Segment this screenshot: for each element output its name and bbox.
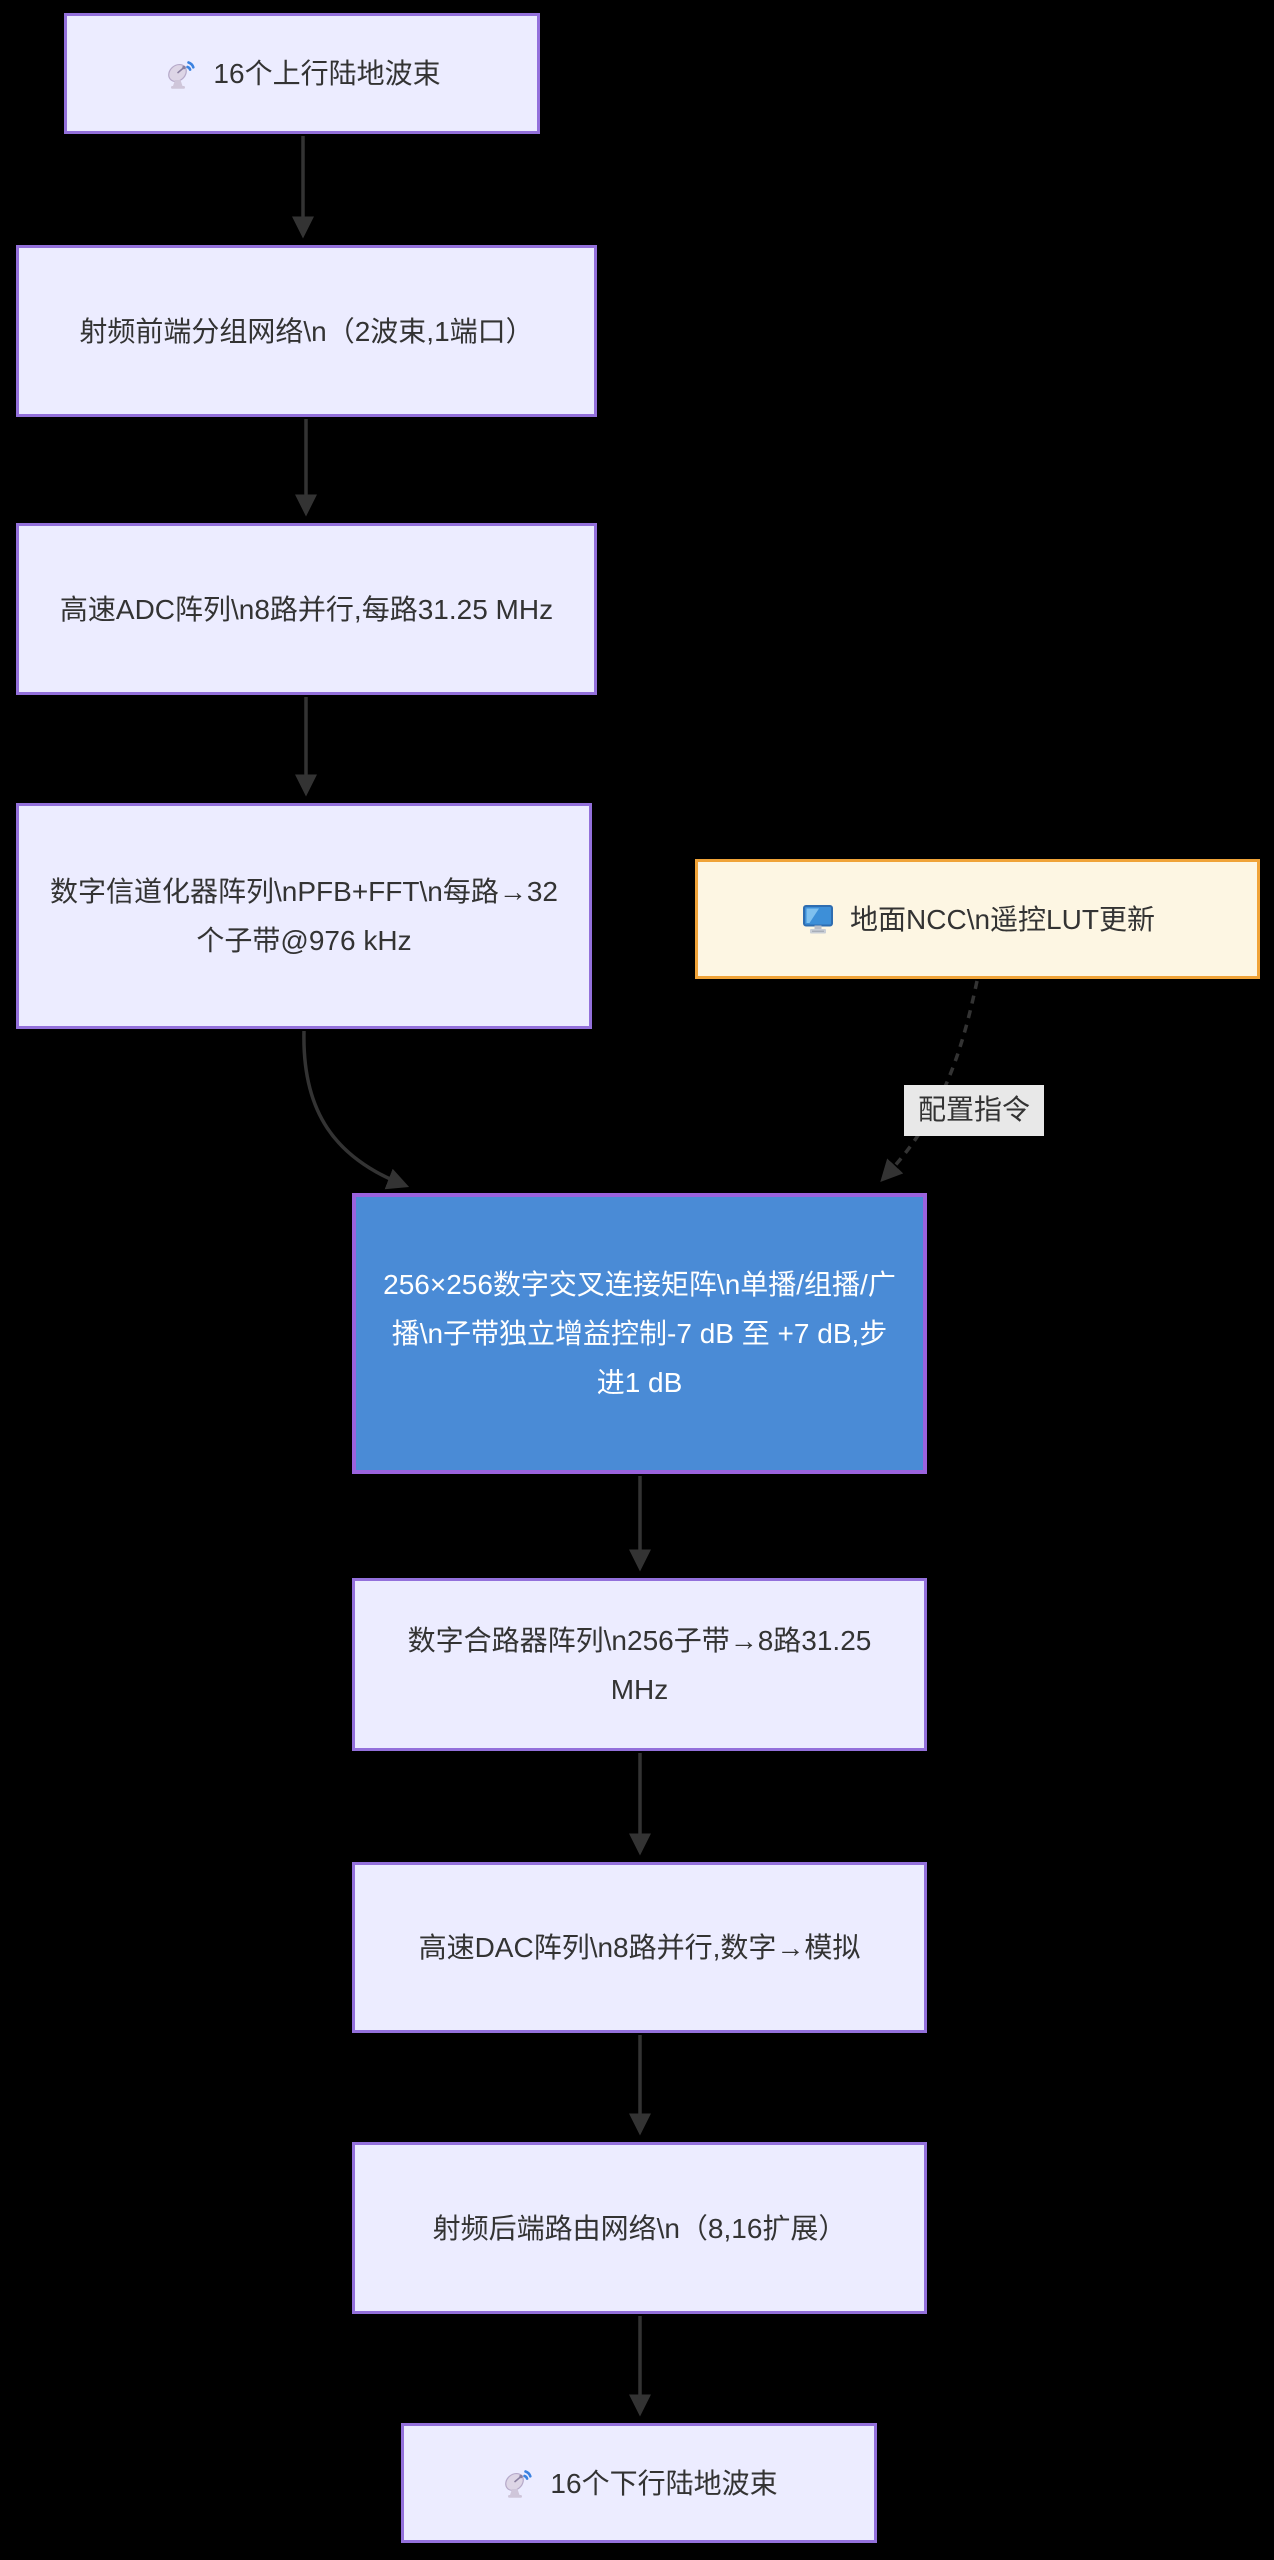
- node-uplink-beams: 16个上行陆地波束: [64, 13, 540, 134]
- node-dac-label: 高速DAC阵列\n8路并行,数字→模拟: [418, 1932, 861, 1963]
- edge-channelizer-to-xconnect: [302, 1030, 410, 1190]
- node-ground-ncc: 地面NCC\n遥控LUT更新: [695, 859, 1260, 979]
- node-combiner-label: 数字合路器阵列\n256子带→8路31.25 MHz: [407, 1624, 872, 1705]
- desktop-computer-icon: [800, 901, 836, 937]
- node-xconnect-label: 256×256数字交叉连接矩阵\n单播/组播/广播\n子带独立增益控制-7 dB…: [383, 1269, 896, 1398]
- node-rf-front-network: 射频前端分组网络\n（2波束,1端口）: [16, 245, 597, 417]
- edge-ncc-to-xconnect: [880, 980, 979, 1183]
- node-cross-connect-matrix: 256×256数字交叉连接矩阵\n单播/组播/广播\n子带独立增益控制-7 dB…: [352, 1193, 927, 1474]
- node-channelizer-array: 数字信道化器阵列\nPFB+FFT\n每路→32个子带@976 kHz: [16, 803, 592, 1029]
- satellite-dish-icon: [500, 2465, 536, 2501]
- node-downlink-beams: 16个下行陆地波束: [401, 2423, 877, 2543]
- node-channelizer-label: 数字信道化器阵列\nPFB+FFT\n每路→32个子带@976 kHz: [50, 876, 558, 956]
- satellite-dish-icon: [163, 56, 199, 92]
- node-ncc-label: 地面NCC\n遥控LUT更新: [850, 903, 1155, 935]
- node-rf-back-network: 射频后端路由网络\n（8,16扩展）: [352, 2142, 927, 2314]
- node-rf-front-label: 射频前端分组网络\n（2波束,1端口）: [79, 315, 534, 347]
- node-rf-back-label: 射频后端路由网络\n（8,16扩展）: [432, 2212, 847, 2244]
- node-adc-array: 高速ADC阵列\n8路并行,每路31.25 MHz: [16, 523, 597, 695]
- node-combiner-array: 数字合路器阵列\n256子带→8路31.25 MHz: [352, 1578, 927, 1751]
- node-adc-label: 高速ADC阵列\n8路并行,每路31.25 MHz: [59, 593, 554, 625]
- node-downlink-label: 16个下行陆地波束: [550, 2467, 778, 2499]
- edge-label-config-command: 配置指令: [904, 1085, 1045, 1136]
- node-dac-array: 高速DAC阵列\n8路并行,数字→模拟: [352, 1862, 927, 2033]
- node-uplink-label: 16个上行陆地波束: [213, 58, 441, 89]
